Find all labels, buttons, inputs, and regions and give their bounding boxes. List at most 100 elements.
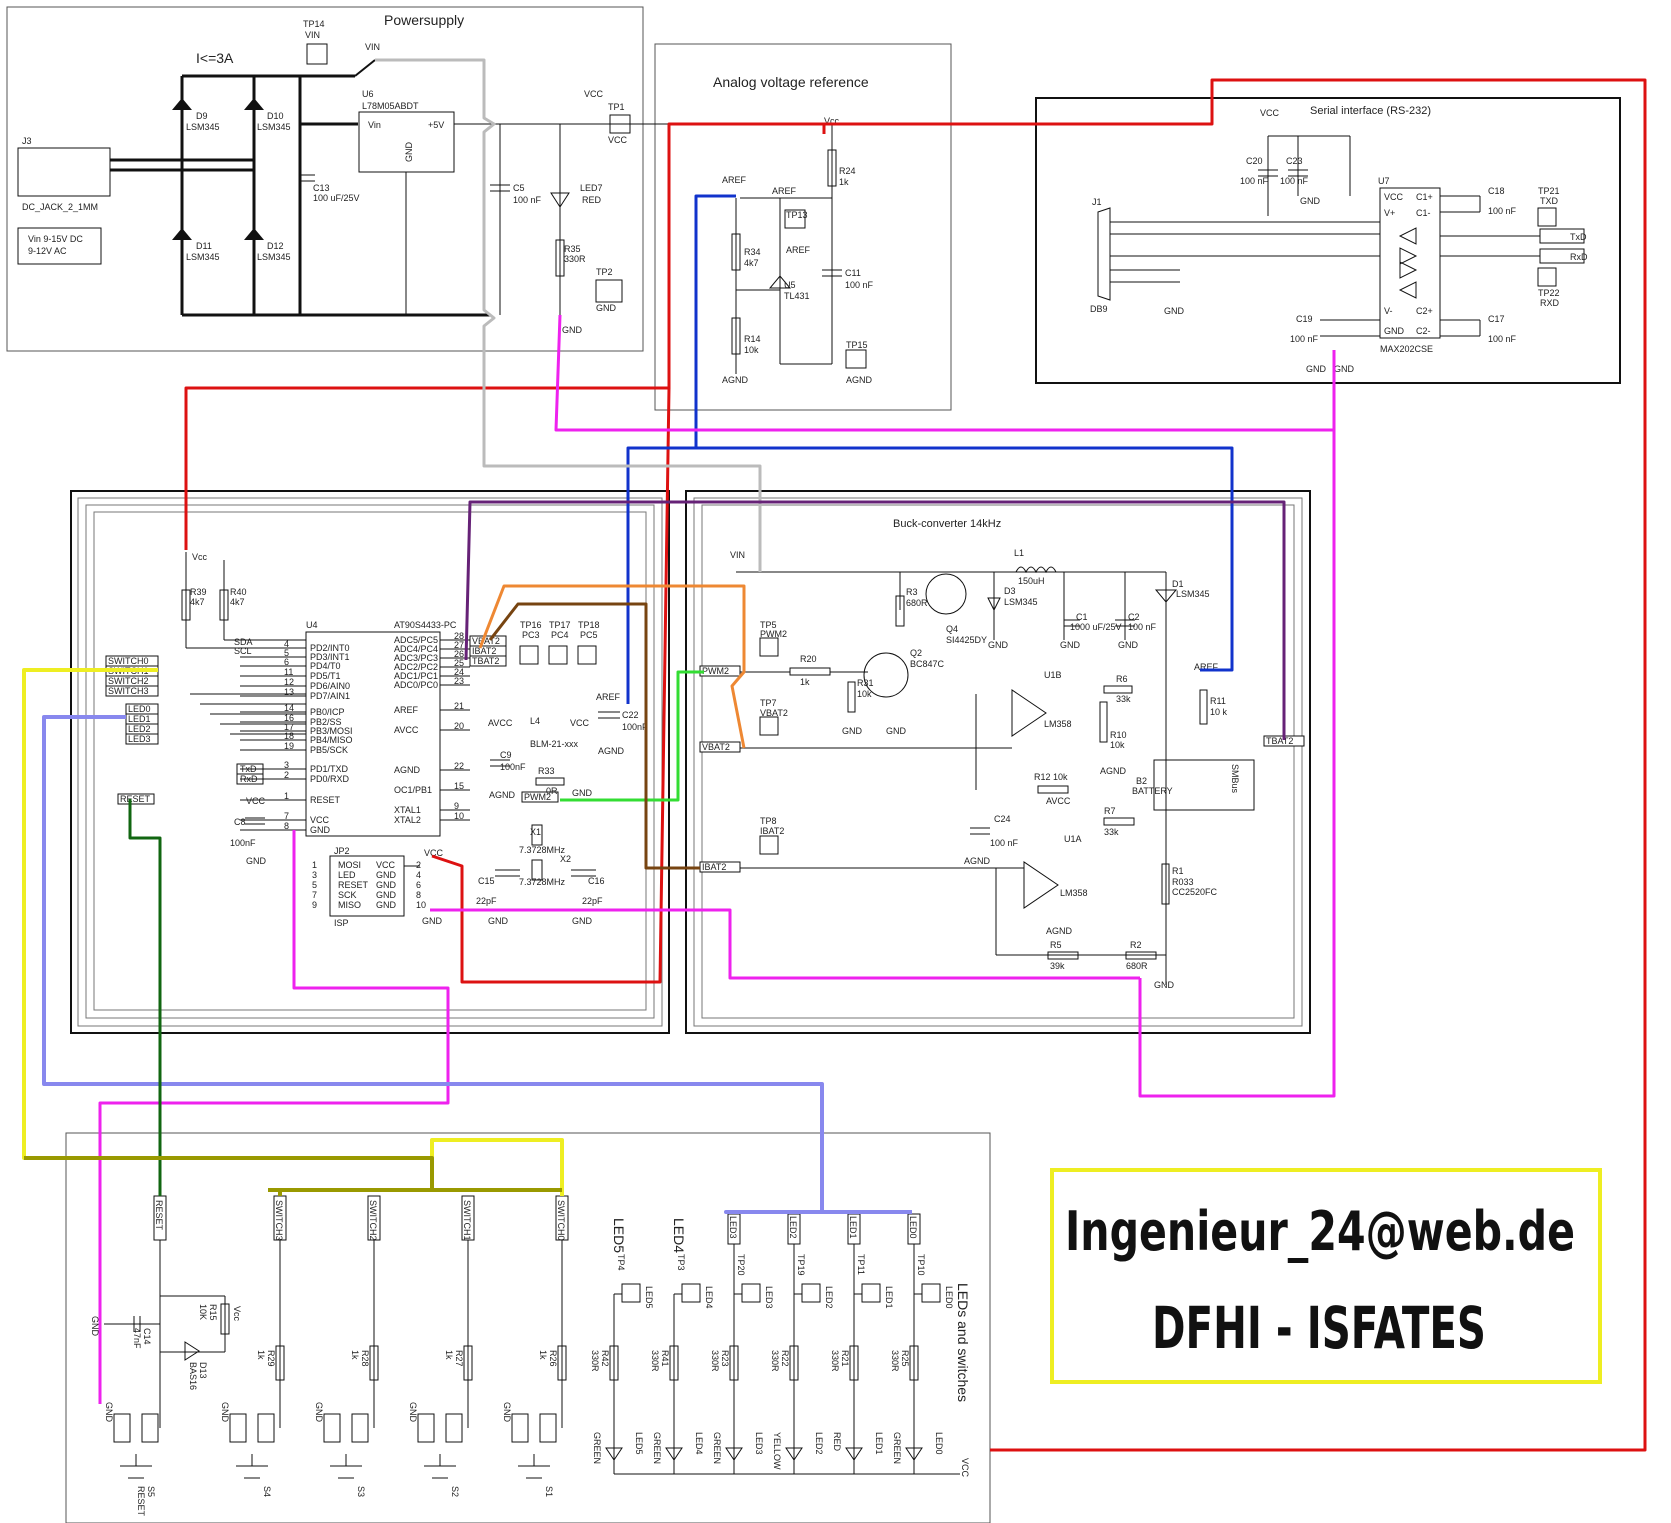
- isp-pin-num-right: 4: [416, 870, 421, 880]
- c11-val: 100 nF: [845, 280, 874, 290]
- r14-val: 10k: [744, 345, 759, 355]
- r15-vcc: Vcc: [232, 1306, 242, 1322]
- led-color: GREEN: [712, 1432, 722, 1464]
- mcu-pin-number: 20: [454, 721, 464, 731]
- tp8-ref: TP8: [760, 816, 777, 826]
- isp-pin-num-left: 5: [312, 880, 317, 890]
- switch-gnd: GND: [502, 1402, 512, 1423]
- pullup-ref: R27: [454, 1350, 464, 1367]
- c1-val: 1000 uF/25V: [1070, 622, 1122, 632]
- r2-ref: R2: [1130, 940, 1142, 950]
- led-tp-net: LED5: [644, 1286, 654, 1309]
- isp-pin-right: GND: [376, 890, 397, 900]
- r5-val: 39k: [1050, 961, 1065, 971]
- r3-val: 680R: [906, 598, 928, 608]
- buck-gnd-q2: GND: [886, 726, 907, 736]
- r20-val: 1k: [800, 677, 810, 687]
- pullup-val: 1k: [256, 1350, 266, 1360]
- tp17-ref: TP17: [549, 620, 571, 630]
- r40-ref: R40: [230, 587, 247, 597]
- section-title-leds: LEDs and switches: [955, 1283, 971, 1402]
- tl431-symbol: [768, 275, 792, 289]
- led-tp-ref: TP10: [916, 1254, 926, 1276]
- pullup-ref: R29: [266, 1350, 276, 1367]
- buck-gnd-c2: GND: [1118, 640, 1139, 650]
- mcu-net-label: IBAT2: [472, 646, 496, 656]
- svg-text:C1+: C1+: [1416, 192, 1433, 202]
- isp-pin-left: MOSI: [338, 860, 361, 870]
- diode-labels: D9 LSM345 D10 LSM345 D11 LSM345 D12 LSM3…: [186, 111, 291, 262]
- b2-name: BATTERY: [1132, 786, 1173, 796]
- mcu-pin-number: 5: [284, 648, 289, 658]
- wire-pwm: [560, 670, 704, 802]
- gnd-c16: GND: [572, 916, 593, 926]
- c14-gnd: GND: [90, 1316, 100, 1337]
- d1-part: LSM345: [1176, 589, 1210, 599]
- c18-val: 100 nF: [1488, 206, 1517, 216]
- mcu-frame: [70, 490, 670, 1034]
- c11-ref: C11: [845, 268, 861, 278]
- rxd-port-label: RxD: [1570, 252, 1588, 262]
- current-limit-label: I<=3A: [196, 50, 234, 66]
- aref-net-mid: AREF: [772, 186, 797, 196]
- mcu-pin-name: AREF: [394, 705, 419, 715]
- mcu-net-label: VBAT2: [472, 636, 500, 646]
- tbat2-flag: TBAT2: [1266, 736, 1293, 746]
- led-tp-net: LED2: [824, 1286, 834, 1309]
- switch-name: RESET: [136, 1486, 146, 1517]
- svg-text:VCC: VCC: [1384, 192, 1404, 202]
- c24-ref: C24: [994, 814, 1011, 824]
- led-resistor-ref: R21: [840, 1350, 850, 1367]
- leds-switches-frame: [65, 1132, 991, 1523]
- led-resistor-val: 330R: [650, 1350, 660, 1372]
- d10-part: LSM345: [257, 122, 291, 132]
- isp-pin-right: GND: [376, 880, 397, 890]
- pullup-val: 1k: [350, 1350, 360, 1360]
- mcu-net-label: TBAT2: [472, 656, 499, 666]
- led-column-labels: TP4LED5R42330RLED5GREENTP3LED4R41330RLED…: [590, 1254, 954, 1470]
- led-resistor-val: 330R: [590, 1350, 600, 1372]
- isp-pin-num-right: 8: [416, 890, 421, 900]
- mcu-pin-number: 25: [454, 658, 464, 668]
- mcu-pin-name: AGND: [394, 765, 421, 775]
- d9-ref: D9: [196, 111, 208, 121]
- c2-ref: C2: [1128, 612, 1140, 622]
- tp16-sig: PC3: [522, 630, 540, 640]
- buck-gnd-main: GND: [1154, 980, 1175, 990]
- serial-gnd-2: GND: [1334, 364, 1355, 374]
- x1-freq: 7.3728MHz: [519, 845, 566, 855]
- tp21-sig: TXD: [1540, 196, 1559, 206]
- c13-val: 100 uF/25V: [313, 193, 360, 203]
- buck-gnd-d3: GND: [988, 640, 1009, 650]
- d11-ref: D11: [196, 241, 212, 251]
- coloured-wires: [22, 58, 1647, 1452]
- reg-gnd-pin: GND: [404, 142, 414, 163]
- mcu-pin-name: PD3/INT1: [310, 652, 350, 662]
- vcc-net-label: VCC: [584, 89, 604, 99]
- pullup-ref: R28: [360, 1350, 370, 1367]
- wire-vcc: [431, 387, 671, 984]
- section-frames: [6, 6, 991, 1523]
- u5-part: TL431: [784, 291, 810, 301]
- r20-ref: R20: [800, 654, 817, 664]
- vbat2-flag: VBAT2: [702, 742, 730, 752]
- svg-text:C1-: C1-: [1416, 208, 1431, 218]
- tp21-ref: TP21: [1538, 186, 1560, 196]
- mcu-pin-name: XTAL1: [394, 805, 421, 815]
- d12-part: LSM345: [257, 252, 291, 262]
- buck-gnd-r31: GND: [842, 726, 863, 736]
- mcu-net-label: SWITCH0: [108, 656, 149, 666]
- isp-pin-right: GND: [376, 870, 397, 880]
- mcu-pin-name: ADC5/PC5: [394, 635, 438, 645]
- mcu-pin-name: ADC0/PC0: [394, 680, 438, 690]
- led-color: GREEN: [892, 1432, 902, 1464]
- d13-part: BAS16: [188, 1362, 198, 1390]
- aref-agnd: AGND: [722, 375, 749, 385]
- aref-net-top: AREF: [722, 175, 747, 185]
- pullup-val: 1k: [444, 1350, 454, 1360]
- led-ref: LED1: [874, 1432, 884, 1455]
- mcu-pin-name: PB3/MOSI: [310, 726, 353, 736]
- u7-part: MAX202CSE: [1380, 344, 1433, 354]
